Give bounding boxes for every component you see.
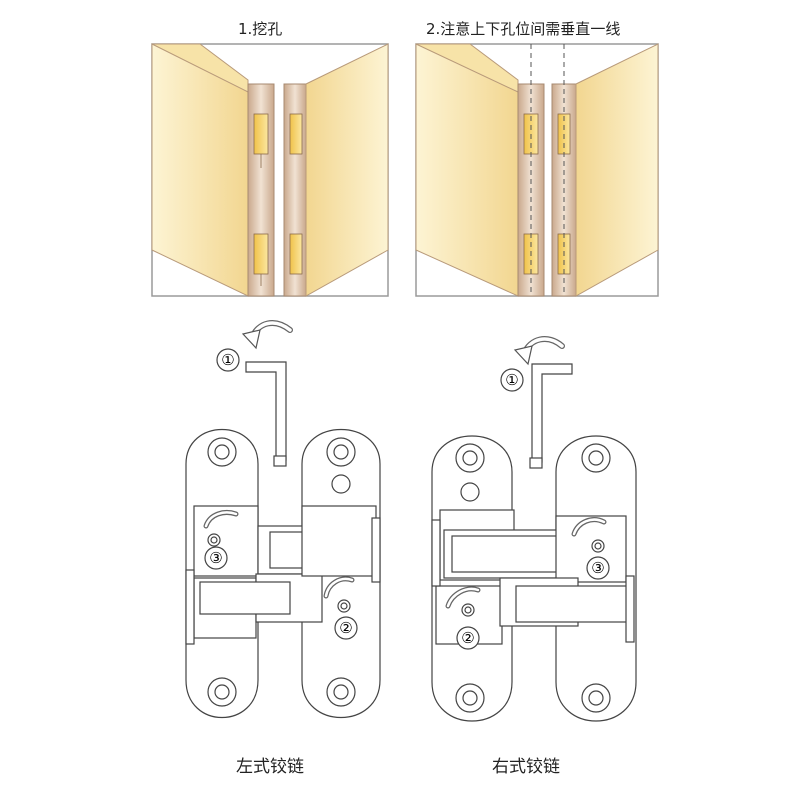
right-marker-3: ③: [591, 559, 604, 577]
right-door-panel: [305, 43, 389, 297]
right-hinge-drawing: [431, 336, 637, 722]
left-marker-2: ②: [339, 619, 352, 637]
slot-upper-right: [289, 113, 303, 155]
right-door-panel-2: [575, 43, 659, 297]
slot-lower-left: [253, 233, 269, 275]
step1-caption: 1.挖孔: [238, 20, 283, 38]
right-marker-1: ①: [505, 371, 518, 389]
right-hinge-caption: 右式铰链: [492, 757, 560, 777]
step1-illustration: [151, 43, 389, 297]
step2-illustration: [415, 43, 659, 297]
slot-upper-left: [253, 113, 269, 155]
right-marker-2: ②: [461, 629, 474, 647]
left-hinge-caption: 左式铰链: [236, 757, 304, 777]
left-marker-1: ①: [221, 351, 234, 369]
brand-logo-right: [460, 482, 480, 502]
left-marker-3: ③: [209, 549, 222, 567]
step2-caption: 2.注意上下孔位间需垂直一线: [426, 20, 621, 38]
brand-logo-left: [331, 474, 351, 494]
left-hinge-drawing: [185, 320, 381, 719]
slot-lower-right: [289, 233, 303, 275]
